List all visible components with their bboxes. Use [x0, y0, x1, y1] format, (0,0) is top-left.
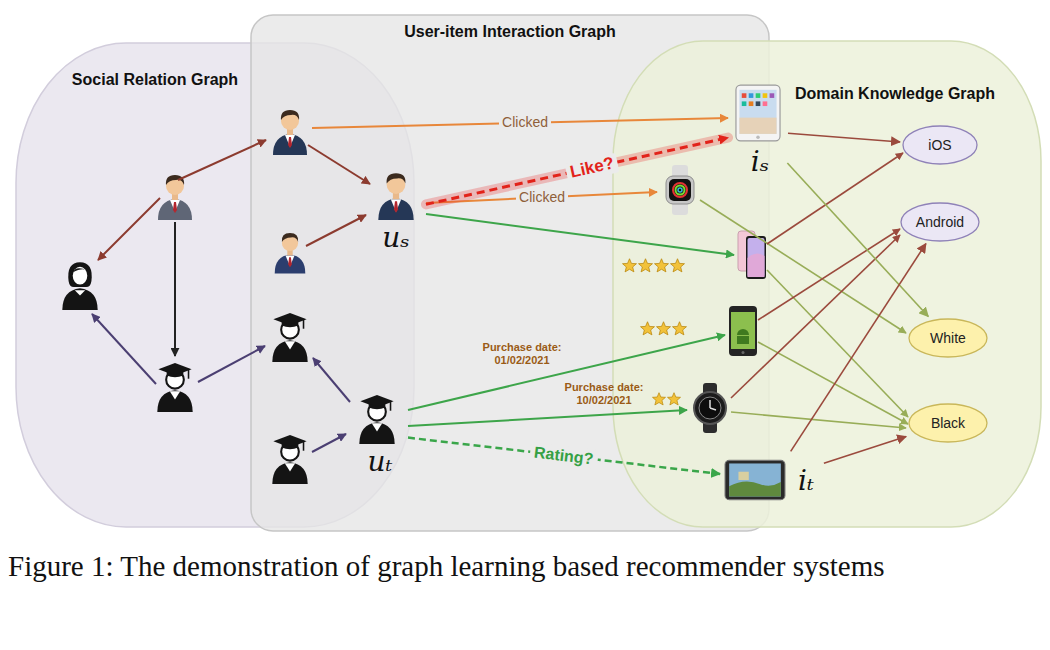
attribute-label: Android	[916, 213, 964, 231]
node-icon-image	[378, 173, 413, 220]
node-icon	[724, 459, 786, 501]
edge-label-holder: Rating?	[530, 446, 598, 465]
item-label: iₜ	[798, 465, 814, 497]
node-icon	[734, 84, 782, 142]
region-shape	[613, 41, 1041, 527]
purchase-date: Purchase date: 10/02/2021	[557, 381, 651, 407]
item-icon	[729, 306, 757, 356]
user-node: uₜ	[348, 390, 406, 478]
label-holder: Purchase date: 10/02/2021	[557, 381, 651, 407]
region-title: Social Relation Graph	[72, 70, 238, 90]
item-node: iₜ	[722, 453, 822, 507]
region-outline	[612, 40, 1042, 528]
attribute-ellipse	[909, 404, 987, 442]
edge-label: Rating?	[529, 442, 598, 469]
attribute-node: White	[908, 318, 988, 358]
label-holder: Clicked	[499, 114, 551, 130]
attribute-ellipse	[909, 319, 987, 357]
attribute-node: Black	[908, 403, 988, 443]
attribute-label: iOS	[928, 136, 951, 154]
node-icon-image	[736, 85, 780, 141]
edge-annotation: Clicked	[516, 189, 568, 205]
label-holder: Purchase date: 01/02/2021	[475, 341, 569, 367]
region-outline	[250, 14, 770, 532]
attribute-label: Black	[931, 414, 965, 432]
attribute-ellipse	[903, 126, 977, 164]
edge-label-holder: Like?	[566, 158, 618, 178]
figure-caption: Figure 1: The demonstration of graph lea…	[8, 546, 1042, 586]
user-node: uₛ	[368, 166, 424, 256]
attribute-ellipse	[901, 203, 979, 241]
region-title: User-item Interaction Graph	[404, 22, 616, 42]
item-label: iₛ	[751, 146, 769, 178]
caption-holder: Figure 1: The demonstration of graph lea…	[8, 546, 1042, 586]
region-outline	[15, 42, 415, 528]
attribute-node: iOS	[902, 125, 978, 165]
interaction-region: User-item Interaction Graph uₛ uₜ	[250, 14, 770, 532]
knowledge-region: Domain Knowledge Graph iₛ iₜ iOS AndroidWhit…	[612, 40, 1042, 528]
social-link	[174, 222, 176, 356]
node-icon	[355, 392, 399, 444]
attribute-label: White	[930, 329, 966, 347]
user-label: uₜ	[368, 446, 393, 478]
edge-annotation: Clicked	[499, 114, 551, 130]
node-icon-image	[359, 395, 394, 444]
social-region: Social Relation Graph	[15, 42, 415, 528]
item-node: iₛ	[730, 82, 786, 180]
label-holder: Clicked	[516, 189, 568, 205]
node-icon	[374, 168, 418, 220]
region-title: Domain Knowledge Graph	[795, 84, 995, 104]
user-label: uₛ	[382, 222, 409, 254]
attribute-node: Android	[900, 202, 980, 242]
purchase-date: Purchase date: 01/02/2021	[475, 341, 569, 367]
node-icon-image	[725, 460, 785, 499]
